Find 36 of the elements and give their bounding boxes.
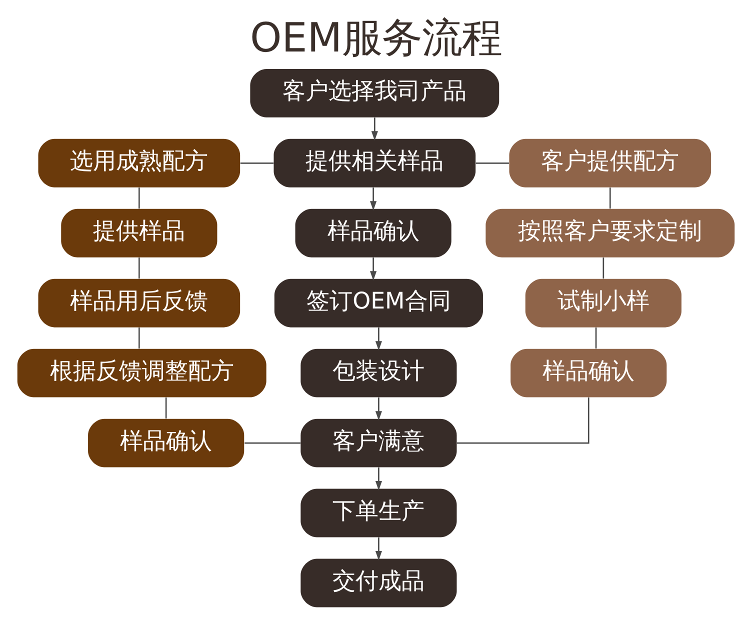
connector xyxy=(244,442,300,444)
connector xyxy=(138,328,140,348)
arrow xyxy=(370,188,376,211)
node-box: 按照客户要求定制 xyxy=(485,208,734,258)
node-box: 包装设计 xyxy=(300,348,456,398)
connector xyxy=(138,258,140,279)
node-box: 提供相关样品 xyxy=(273,138,476,188)
node-box: 样品用后反馈 xyxy=(38,278,240,328)
node-box: 样品确认 xyxy=(294,208,451,258)
arrow xyxy=(374,538,382,560)
connector xyxy=(138,188,140,209)
arrow xyxy=(370,118,378,141)
node-box: 样品确认 xyxy=(88,418,244,468)
node-box: 选用成熟配方 xyxy=(38,138,240,188)
arrow xyxy=(374,398,382,421)
connector xyxy=(240,162,273,164)
node-box: 客户选择我司产品 xyxy=(250,68,499,118)
connector xyxy=(475,162,508,164)
node-box: 客户满意 xyxy=(300,418,456,468)
connector xyxy=(456,398,589,444)
node-box: 样品确认 xyxy=(510,348,666,398)
node-box: 签订OEM合同 xyxy=(274,278,482,328)
node-box: 根据反馈调整配方 xyxy=(16,348,266,398)
node-box: 试制小样 xyxy=(524,278,681,328)
node-box: 提供样品 xyxy=(60,208,217,258)
arrow xyxy=(374,328,382,351)
node-box: 客户提供配方 xyxy=(508,138,711,188)
node-box: 下单生产 xyxy=(300,488,456,538)
arrow xyxy=(370,258,376,281)
connector xyxy=(602,258,604,279)
node-box: 交付成品 xyxy=(300,558,456,608)
connector xyxy=(594,328,596,348)
diagram-title: OEM服务流程 xyxy=(249,14,502,62)
arrow xyxy=(374,468,382,490)
connector xyxy=(608,188,610,209)
connector xyxy=(164,398,166,418)
